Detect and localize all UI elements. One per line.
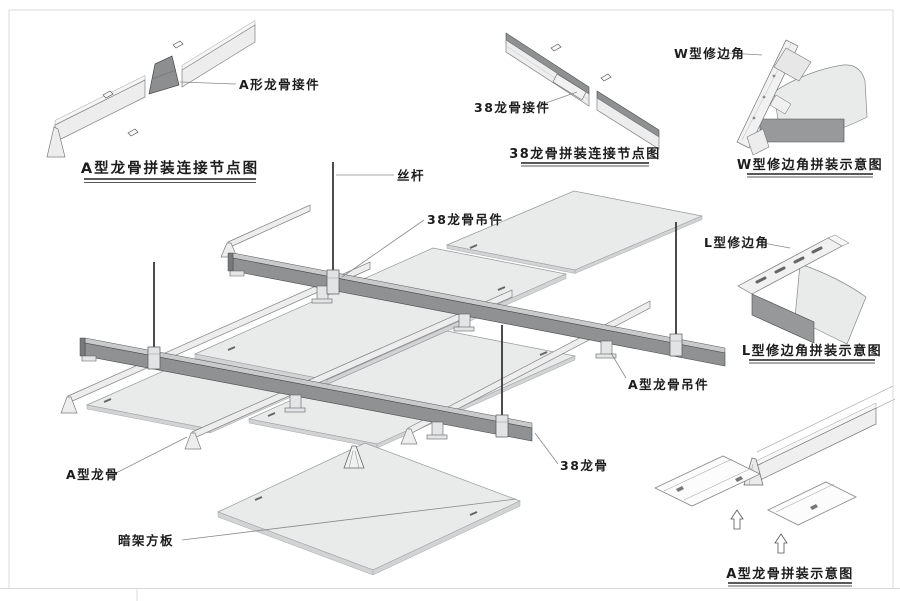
w-trim-leader (727, 52, 763, 56)
l-trim-slot-holes (755, 246, 823, 284)
rod-callout: 丝杆 (397, 168, 425, 183)
l-trim-leader (757, 241, 791, 249)
a-assembly-phantom-line1 (756, 385, 894, 453)
38-hanger-1 (326, 269, 340, 295)
l-trim-title: L型修边角拼装示意图 (742, 343, 882, 359)
a-keel-3-end-profile (400, 428, 418, 445)
hangerA-leader (610, 352, 627, 379)
panel-detached-face (217, 442, 521, 571)
keelA-callout: A型龙骨 (66, 467, 119, 482)
38-hanger-3 (495, 414, 509, 438)
38-hanger-4 (669, 333, 683, 357)
a-keel-clip-5-flange (426, 434, 448, 440)
detail-l-trim: L型修边角 L型修边角拼装示意图 (704, 234, 882, 364)
l-trim-panel-front (751, 293, 815, 344)
hangerA-callout: A型龙骨吊件 (628, 377, 709, 392)
panel-leader (181, 498, 517, 541)
keel38-callout: 38龙骨 (560, 458, 608, 473)
a-assembly-arrow-up-2 (774, 533, 788, 554)
38-joint-screw-clips (550, 43, 612, 82)
panel-callout: 暗架方板 (118, 533, 174, 548)
38-joint-bar1-flange (505, 32, 590, 95)
38-joint-connector-plate (552, 73, 587, 101)
a-keel-hanger-clips (284, 285, 617, 440)
a-joint-bar-left-end (46, 126, 66, 158)
a-joint-title: A型龙骨拼装连接节点图 (81, 159, 259, 177)
detail-w-trim: W型修边角 W型修边角拼装示意图 (674, 39, 883, 178)
a-joint-leader (179, 81, 237, 85)
panel-detached-profile-lines (348, 450, 360, 469)
38-channel-front-endcap (79, 337, 86, 357)
l-trim-fold (827, 234, 850, 247)
w-trim-flange (773, 47, 812, 82)
detail-a-keel-assembly: A型龙骨拼装示意图 (654, 385, 896, 587)
drawing-frame (0, 9, 900, 601)
concealed-grid-panels (85, 190, 704, 576)
panel-detached-edge2 (372, 500, 521, 576)
hanger38-leader (341, 219, 425, 278)
a-keel-clip-3-flange (595, 353, 617, 359)
38-hanger-2 (147, 346, 161, 370)
a-joint-screw-clips (102, 40, 184, 137)
tray1-slot2 (735, 476, 743, 482)
main-callouts: 丝杆 38龙骨吊件 A型龙骨吊件 38龙骨 A型龙骨 暗架方板 (66, 168, 709, 548)
keel38-leader (534, 432, 559, 465)
38-channel-back-foot (229, 270, 245, 277)
tray1-inner1 (663, 458, 733, 492)
w-trim-title: W型修边角拼装示意图 (737, 157, 883, 173)
suspension-rods (147, 162, 683, 438)
panel-slot-marks (103, 244, 548, 516)
a-keel-clip-1-flange (311, 298, 333, 304)
panel-detached-profile (343, 445, 365, 469)
a-joint-connector (148, 55, 180, 95)
hanger38-callout: 38龙骨吊件 (427, 212, 503, 227)
a-joint-connector-facet (151, 69, 177, 80)
a-keel-back-short (227, 204, 311, 249)
a-joint-callout: A形龙骨接件 (239, 77, 320, 92)
tray2-body (767, 481, 857, 526)
38-joint-leader (542, 91, 578, 105)
a-assembly-keel-front (751, 407, 877, 485)
l-trim-callout: L型修边角 (704, 235, 769, 250)
38-channel-front-foot (81, 355, 97, 362)
tray1-body (654, 455, 761, 507)
a-keel-clip-2-flange (453, 326, 475, 332)
a-assembly-arrow-up-1 (730, 509, 744, 530)
w-trim-bottom-flange (746, 128, 770, 156)
a-joint-bar-right (181, 24, 256, 88)
38-joint-callout: 38龙骨接件 (474, 100, 550, 115)
38-channels (79, 252, 726, 442)
main-ceiling-assembly: 丝杆 38龙骨吊件 A型龙骨吊件 38龙骨 A型龙骨 暗架方板 (60, 162, 726, 576)
38-joint-title: 38龙骨拼装连接节点图 (509, 146, 661, 162)
38-channel-back-endcap (227, 252, 234, 272)
tray2-slot (810, 504, 818, 510)
tray1-slot (676, 486, 684, 492)
a-assembly-keel-top (751, 402, 877, 469)
a-assembly-title: A型龙骨拼装示意图 (726, 566, 854, 582)
detail-38-keel-joint: 38龙骨接件 38龙骨拼装连接节点图 (474, 32, 661, 167)
38-joint-bar2-body (596, 97, 660, 150)
w-trim-callout: W型修边角 (674, 46, 745, 61)
a-assembly-tray-1 (654, 455, 761, 507)
tray2-inner (775, 483, 835, 513)
a-keel-clip-4-flange (284, 407, 306, 413)
a-assembly-tray-2 (767, 481, 857, 526)
a-keel-2-end-profile (184, 432, 202, 450)
keelA-leader (111, 436, 188, 476)
detail-a-keel-joint: A形龙骨接件 A型龙骨拼装连接节点图 (46, 20, 320, 183)
panel-detached (217, 442, 521, 576)
a-keel-1-end-profile (60, 396, 78, 414)
w-trim-bracket (769, 94, 792, 115)
w-trim-panel-front (759, 118, 845, 143)
tray1-inner2 (683, 467, 753, 501)
panel-top-right-edge2 (574, 215, 703, 274)
